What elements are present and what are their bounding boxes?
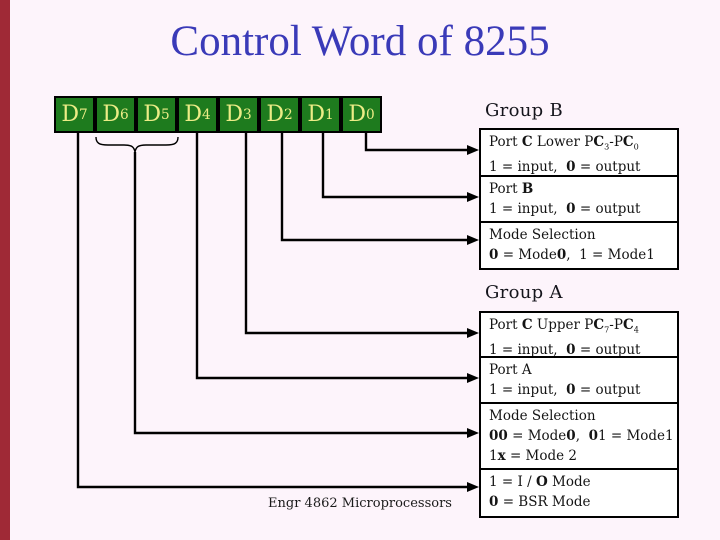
connector-d2-mode-selection-b	[280, 133, 468, 242]
annotation-box-port-b: Port B 1 = input, 0 = output	[479, 175, 679, 223]
box-line: 0 = BSR Mode	[489, 494, 591, 510]
annotation-box-port-c-upper: Port C Upper PC7-PC4 1 = input, 0 = outp…	[479, 311, 679, 358]
box-line: 1 = input, 0 = output	[489, 382, 641, 398]
box-line: 1 = input, 0 = output	[489, 158, 641, 175]
slide-title: Control Word of 8255	[170, 18, 550, 65]
connector-d4-port-a	[195, 133, 468, 380]
annotation-box-mode-selection-a: Mode Selection 00 = Mode0, 01 = Mode1 1x…	[479, 402, 679, 470]
box-line: Port A	[489, 362, 532, 378]
group-a-label: Group A	[485, 282, 563, 303]
connector-d6-d5-mode-selection-a	[133, 152, 468, 435]
connector-d1-port-b	[321, 133, 468, 199]
annotation-box-port-a: Port A 1 = input, 0 = output	[479, 356, 679, 404]
connector-d7-io-bsr	[76, 133, 468, 489]
box-line: 1 = input, 0 = output	[489, 341, 641, 358]
box-line: Port C Upper PC7-PC4	[489, 317, 639, 335]
box-line: Mode Selection	[489, 408, 596, 424]
annotation-box-port-c-lower: Port C Lower PC3-PC0 1 = input, 0 = outp…	[479, 128, 679, 177]
box-line: 1x = Mode 2	[489, 448, 578, 464]
box-line: 1 = I / O Mode	[489, 474, 591, 490]
box-line: Port B	[489, 181, 534, 197]
box-line: 1 = input, 0 = output	[489, 201, 641, 217]
left-accent-bar	[0, 0, 10, 540]
annotation-box-io-bsr-mode: 1 = I / O Mode 0 = BSR Mode	[479, 468, 679, 518]
group-b-label: Group B	[485, 100, 563, 121]
box-line: Mode Selection	[489, 227, 596, 243]
annotation-box-mode-selection-b: Mode Selection 0 = Mode0, 1 = Mode1	[479, 221, 679, 270]
connector-d3-port-c-upper	[244, 133, 468, 335]
d6-d5-brace	[95, 136, 179, 153]
box-line: 00 = Mode0, 01 = Mode1	[489, 428, 674, 444]
box-line: 0 = Mode0, 1 = Mode1	[489, 247, 655, 263]
footer-text: Engr 4862 Microprocessors	[268, 496, 452, 511]
box-line: Port C Lower PC3-PC0	[489, 134, 639, 152]
connector-d0-port-c-lower	[364, 133, 468, 152]
